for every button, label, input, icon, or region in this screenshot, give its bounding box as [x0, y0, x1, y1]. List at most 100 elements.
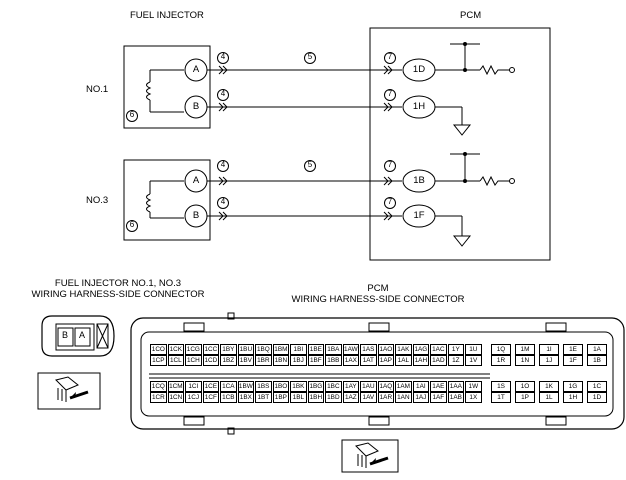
- pcm-pin: 1X: [465, 392, 482, 403]
- pcm-pin: 1CM: [167, 381, 185, 392]
- pcm-pin: 1S: [491, 381, 511, 392]
- pcm-pin-label: 1AX: [344, 357, 357, 364]
- pcm-pin: 1BC: [325, 381, 342, 392]
- pcm-pin: 1BN: [272, 355, 290, 366]
- pcm-pin-label: 1N: [520, 357, 530, 364]
- pcm-pin-label: 1E: [569, 346, 577, 353]
- connector-plug-icon: [37, 372, 101, 410]
- plug-icon: [383, 211, 393, 221]
- coil-icon: [146, 193, 152, 213]
- pcm-pin-label: 1F: [569, 357, 577, 364]
- pcm-pin: 1BD: [325, 392, 342, 403]
- pcm-pin-label: 1CB: [222, 394, 235, 401]
- pcm-pin-label: 1CH: [186, 357, 200, 364]
- pcm-pin-label: 1H: [568, 394, 578, 401]
- pcm-pin: 1AP: [377, 355, 395, 366]
- pcm-pin-label: 1Y: [451, 346, 460, 353]
- wire-marker: 7: [387, 197, 393, 206]
- pcm-pin: 1T: [491, 392, 511, 403]
- pcm-pin: 1AK: [395, 344, 412, 355]
- pcm-pin: 1AF: [430, 392, 447, 403]
- pcm-pin-label: 1P: [521, 394, 529, 401]
- pcm-pin: 1BO: [272, 381, 290, 392]
- pcm-pin: 1CG: [185, 344, 202, 355]
- pcm-pin: 1AY: [342, 381, 360, 392]
- pcm-pin-label: 1CE: [204, 383, 218, 390]
- pcm-pin-label: 1AD: [432, 357, 445, 364]
- pcm-pin: 1Q: [491, 344, 511, 355]
- pcm-pin-label: 1J: [545, 357, 553, 364]
- pcm-pin: 1F: [563, 355, 583, 366]
- pcm-connector-face: [130, 312, 625, 435]
- pcm-pin: 1CP: [150, 355, 167, 366]
- pcm-pin-label: 1AS: [362, 346, 375, 353]
- pcm-pin-label: 1T: [497, 394, 505, 401]
- pcm-pin-label: 1BK: [292, 383, 305, 390]
- pcm-pin-label: 1AQ: [379, 383, 393, 390]
- pcm-pin-label: 1CL: [169, 357, 182, 364]
- pcm-pin: 1I: [539, 344, 559, 355]
- pcm-pin: 1AI: [412, 381, 430, 392]
- injector-no3-box: [123, 159, 211, 241]
- pcm-pin-label: 1A: [593, 346, 601, 353]
- pcm-pin-label: 1M: [520, 346, 530, 353]
- wire-marker: 7: [387, 160, 393, 169]
- pcm-pin-label: 1AA: [449, 383, 462, 390]
- pcm-connector-title: PCM WIRING HARNESS-SIDE CONNECTOR: [292, 283, 465, 305]
- pcm-terminal-label: 1D: [412, 64, 426, 75]
- ground-icon: [452, 235, 472, 247]
- pcm-pin-label: 1BR: [257, 357, 270, 364]
- pcm-pin-label: 1AZ: [344, 394, 357, 401]
- pcm-pin-label: 1BN: [274, 357, 288, 364]
- pcm-pin-label: 1BH: [309, 394, 323, 401]
- pcm-pin-label: 1BD: [327, 394, 340, 401]
- pcm-pin: 1BT: [255, 392, 272, 403]
- connector-note: 6: [129, 220, 135, 229]
- pcm-pin: 1AZ: [342, 392, 360, 403]
- pcm-pin-label: 1AY: [345, 383, 357, 390]
- pcm-pin-label: 1CM: [169, 383, 183, 390]
- pcm-pin: 1AD: [430, 355, 447, 366]
- pcm-pin-label: 1BT: [257, 394, 270, 401]
- pcm-pin-label: 1BQ: [256, 346, 270, 353]
- pcm-pin-label: 1CP: [152, 357, 165, 364]
- pcm-pin-label: 1G: [568, 383, 578, 390]
- circuit-no3: [123, 152, 515, 247]
- pcm-pin-label: 1Q: [496, 346, 506, 353]
- pcm-pin-label: 1BV: [239, 357, 252, 364]
- pcm-pin: 1AX: [342, 355, 360, 366]
- ground-icon: [452, 124, 472, 136]
- injector-connector-title-line1: FUEL INJECTOR NO.1, NO.3: [54, 278, 182, 289]
- pcm-pin: 1CQ: [150, 381, 167, 392]
- pcm-pin: 1CC: [202, 344, 220, 355]
- pcm-pin: 1AS: [360, 344, 377, 355]
- pcm-terminal-label: 1F: [413, 210, 425, 221]
- pcm-pin-label: 1X: [469, 394, 478, 401]
- pcm-pin-label: 1BM: [274, 346, 288, 353]
- injector-connector-title-line2: WIRING HARNESS-SIDE CONNECTOR: [31, 289, 205, 300]
- pcm-pin-label: 1AW: [344, 346, 358, 353]
- plug-icon: [218, 65, 228, 75]
- pcm-pin-label: 1AR: [379, 394, 393, 401]
- pcm-pin-label: 1BS: [257, 383, 270, 390]
- pcm-pin-label: 1V: [469, 357, 478, 364]
- plug-icon: [383, 65, 393, 75]
- pcm-pin-label: 1AC: [432, 346, 445, 353]
- pcm-pin: 1BS: [255, 381, 272, 392]
- pcm-pin: 1AG: [412, 344, 430, 355]
- pcm-pin: 1CF: [202, 392, 220, 403]
- circuit-label-no1: NO.1: [86, 84, 109, 95]
- pcm-pin: 1CL: [167, 355, 185, 366]
- pcm-pin-label: 1I: [546, 346, 552, 353]
- pcm-pin-label: 1AT: [362, 357, 374, 364]
- pcm-pin-label: 1BJ: [292, 357, 304, 364]
- circuit-no1: [123, 42, 515, 136]
- pcm-pin: 1M: [515, 344, 535, 355]
- pcm-pin: 1AC: [430, 344, 447, 355]
- pcm-pin-label: 1R: [496, 357, 506, 364]
- pcm-pin-label: 1AK: [397, 346, 410, 353]
- connector-plug-icon: [341, 439, 399, 473]
- pcm-pin: 1AQ: [377, 381, 395, 392]
- circuit-label-no3: NO.3: [86, 195, 109, 206]
- wire-marker: 7: [387, 52, 393, 61]
